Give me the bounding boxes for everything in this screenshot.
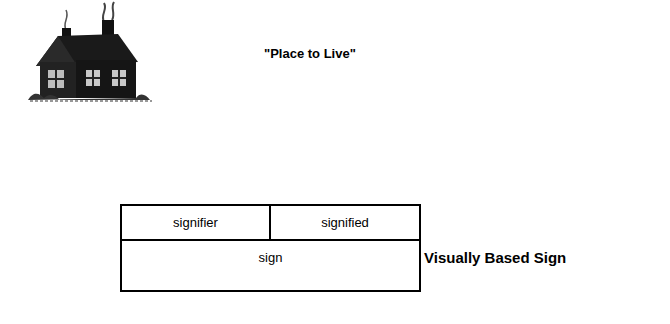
sign-cell: sign (120, 239, 421, 292)
cell-text: sign (255, 250, 287, 265)
signifier-cell: signifier (120, 204, 271, 241)
cottage-picture (28, 2, 152, 101)
cell-text: signified (317, 215, 373, 230)
meaning-label: "Place to Live" (264, 46, 356, 61)
cell-text: signifier (169, 215, 222, 230)
signified-cell: signified (269, 204, 421, 241)
sign-type-label: Visually Based Sign (424, 249, 566, 266)
